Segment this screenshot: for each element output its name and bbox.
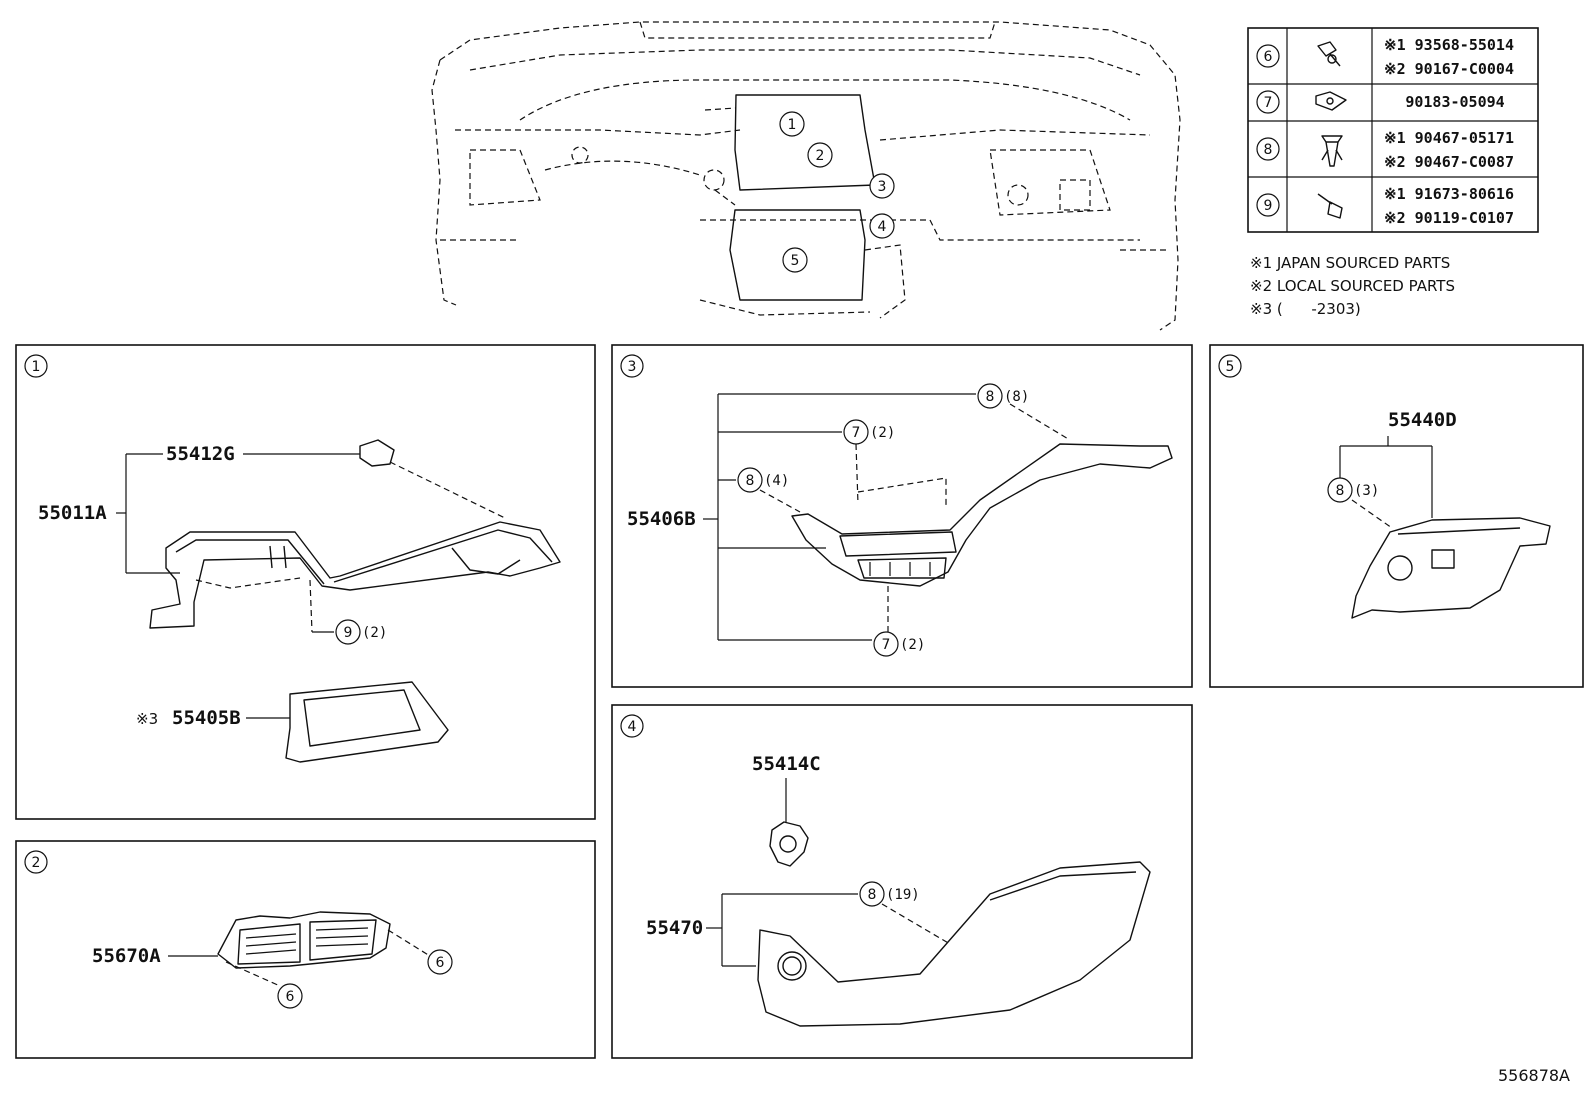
part-55470-label: 55470 bbox=[646, 917, 703, 939]
part-55406B-label: 55406B bbox=[627, 508, 696, 530]
note-japan-sourced: ※1 JAPAN SOURCED PARTS bbox=[1250, 254, 1450, 272]
panel-3-fastener-ref-left: 8 bbox=[746, 473, 755, 489]
panel-5-number: 5 bbox=[1226, 359, 1235, 375]
panel-4-fastener-ref: 8 bbox=[868, 887, 877, 903]
panel-2-fastener-ref-b: 6 bbox=[286, 989, 295, 1005]
note-serial-range: ※3 ( -2303) bbox=[1250, 300, 1361, 318]
overview-callout-1: 1 bbox=[788, 117, 797, 133]
panel-3-fastener-ref-bottom: 7 bbox=[882, 637, 891, 653]
panel-5-fastener-ref: 8 bbox=[1336, 483, 1345, 499]
table-ref-9: 9 bbox=[1264, 198, 1273, 214]
overview-callout-3: 3 bbox=[878, 179, 887, 195]
air-vent-55670A bbox=[217, 911, 391, 969]
dashboard-overview bbox=[431, 21, 1181, 331]
lower-panel-55440D bbox=[1351, 517, 1551, 619]
part-55670A-label: 55670A bbox=[92, 945, 161, 967]
panel-3-fastener-qty-upper: (2) bbox=[870, 425, 895, 441]
fastener-table: 6 ※1 93568-55014 ※2 90167-C0004 7 90183-… bbox=[1247, 27, 1539, 233]
panel-3-fastener-qty-top: (8) bbox=[1004, 389, 1029, 405]
part-55011A-label: 55011A bbox=[38, 502, 107, 524]
overview-callout-2: 2 bbox=[816, 148, 825, 164]
note-local-sourced: ※2 LOCAL SOURCED PARTS bbox=[1250, 277, 1455, 295]
part-55440D-label: 55440D bbox=[1388, 409, 1457, 431]
panel-3-fastener-ref-top: 8 bbox=[986, 389, 995, 405]
panel-4-fastener-qty: (19) bbox=[886, 887, 920, 903]
panel-5-fastener-qty: (3) bbox=[1354, 483, 1379, 499]
table-part-6a: ※1 93568-55014 bbox=[1384, 36, 1514, 54]
overview-callout-4: 4 bbox=[878, 219, 887, 235]
part-55414C-label: 55414C bbox=[752, 753, 821, 775]
panel-4-number: 4 bbox=[628, 719, 637, 735]
overview-callout-5: 5 bbox=[791, 253, 800, 269]
panel-5: 5 55440D 8 (3) bbox=[1209, 344, 1584, 688]
panel-1-number: 1 bbox=[32, 359, 41, 375]
table-part-7: 90183-05094 bbox=[1405, 93, 1504, 111]
upper-panel-55011A bbox=[149, 521, 561, 629]
screw-icon bbox=[1317, 193, 1343, 219]
panel-3-fastener-qty-left: (4) bbox=[764, 473, 789, 489]
panel-2-number: 2 bbox=[32, 855, 41, 871]
overview-callouts: 1 2 3 4 5 bbox=[779, 111, 895, 273]
knee-panel-55470 bbox=[757, 861, 1151, 1027]
panel-3: 3 55406B 8 (8) 7 (2) 8 (4) 7 (2) bbox=[611, 344, 1193, 688]
clip-part-55412G bbox=[359, 439, 395, 467]
panel-2: 2 55670A 6 6 bbox=[15, 840, 596, 1059]
push-clip-icon bbox=[1321, 135, 1343, 167]
panel-1-fastener-ref: 9 bbox=[344, 625, 353, 641]
table-part-6b: ※2 90167-C0004 bbox=[1384, 60, 1514, 78]
table-ref-8: 8 bbox=[1264, 142, 1273, 158]
drawing-id: 556878A bbox=[1498, 1066, 1570, 1085]
panel-1: 1 55412G 55011A 9 (2) ※3 55405B bbox=[15, 344, 596, 820]
panel-2-fastener-ref-a: 6 bbox=[436, 955, 445, 971]
panel-1-fastener-qty: (2) bbox=[362, 625, 387, 641]
switch-55414C bbox=[769, 821, 809, 867]
table-part-9b: ※2 90119-C0107 bbox=[1384, 209, 1514, 227]
notes: ※1 JAPAN SOURCED PARTS ※2 LOCAL SOURCED … bbox=[1250, 254, 1455, 318]
part-55405B-prefix: ※3 bbox=[136, 710, 158, 728]
table-part-8a: ※1 90467-05171 bbox=[1384, 129, 1514, 147]
part-55412G-label: 55412G bbox=[166, 443, 235, 465]
panel-3-fastener-qty-bottom: (2) bbox=[900, 637, 925, 653]
panel-3-fastener-ref-upper: 7 bbox=[852, 425, 861, 441]
panel-3-number: 3 bbox=[628, 359, 637, 375]
table-ref-7: 7 bbox=[1264, 95, 1273, 111]
table-part-9a: ※1 91673-80616 bbox=[1384, 185, 1514, 203]
table-ref-6: 6 bbox=[1264, 49, 1273, 65]
center-cluster-panel-55406B bbox=[791, 443, 1173, 587]
panel-4: 4 55414C 55470 8 (19) bbox=[611, 704, 1193, 1059]
bolt-washer-icon bbox=[1317, 41, 1341, 67]
display-bezel-55405B bbox=[285, 681, 449, 763]
table-part-8b: ※2 90467-C0087 bbox=[1384, 153, 1514, 171]
part-55405B-label: 55405B bbox=[172, 707, 241, 729]
clip-nut-icon bbox=[1315, 91, 1347, 111]
